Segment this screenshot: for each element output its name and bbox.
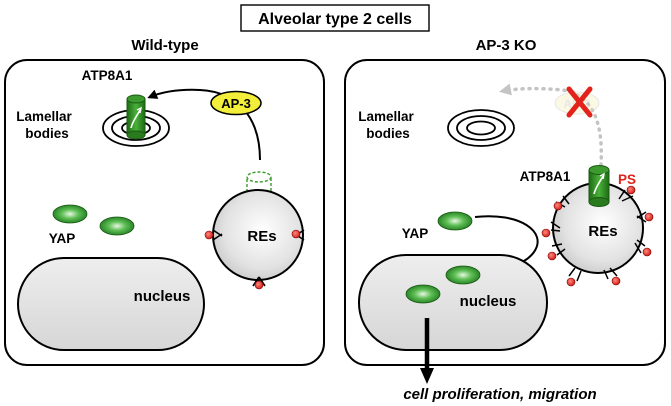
wt-ap3-label: AP-3 <box>221 96 251 111</box>
ko-yap-label: YAP <box>402 226 429 241</box>
wt-lamellar-label-1: Lamellar <box>16 109 72 124</box>
ko-outcome-label: cell proliferation, migration <box>403 386 596 403</box>
ko-yap-particle-nuclear-1 <box>445 265 481 285</box>
wt-trafficking-arrow <box>147 88 261 161</box>
wt-nucleus-label: nucleus <box>134 288 191 305</box>
block-x-icon <box>566 86 593 118</box>
ko-ps-label: PS <box>618 172 636 187</box>
ko-nucleus-label: nucleus <box>460 293 517 310</box>
header-box: Alveolar type 2 cells <box>240 4 430 32</box>
ko-blocked-arrow <box>499 83 604 167</box>
wildtype-title: Wild-type <box>131 37 198 54</box>
ko-lamellar-label-1: Lamellar <box>358 109 414 124</box>
wt-res-label: REs <box>247 228 276 245</box>
wt-atp8a1-label: ATP8A1 <box>82 68 133 83</box>
ko-yap-particle-cytoplasm <box>437 211 473 231</box>
wt-transporter-icon <box>126 94 146 140</box>
wt-ap3-oval: AP-3 <box>210 90 262 116</box>
ko-transporter-icon <box>588 165 610 207</box>
wt-lamellar-label-2: bodies <box>25 126 69 141</box>
wt-lipid-ps-icon <box>204 229 305 290</box>
wt-yap-particle-1 <box>52 204 88 224</box>
wt-yap-particle-2 <box>99 216 135 236</box>
wt-yap-label: YAP <box>49 231 76 246</box>
ko-atp8a1-label: ATP8A1 <box>520 169 571 184</box>
ko-lipid-ps-icon <box>541 185 654 287</box>
ko-title: AP-3 KO <box>476 37 537 54</box>
header-title: Alveolar type 2 cells <box>258 11 412 28</box>
ko-nucleus <box>358 254 548 351</box>
ko-lamellar-bodies <box>447 109 515 147</box>
ko-lamellar-label-2: bodies <box>366 126 410 141</box>
wt-nucleus <box>17 257 205 351</box>
ko-yap-particle-nuclear-2 <box>405 284 441 304</box>
ko-res-label: REs <box>588 223 617 240</box>
